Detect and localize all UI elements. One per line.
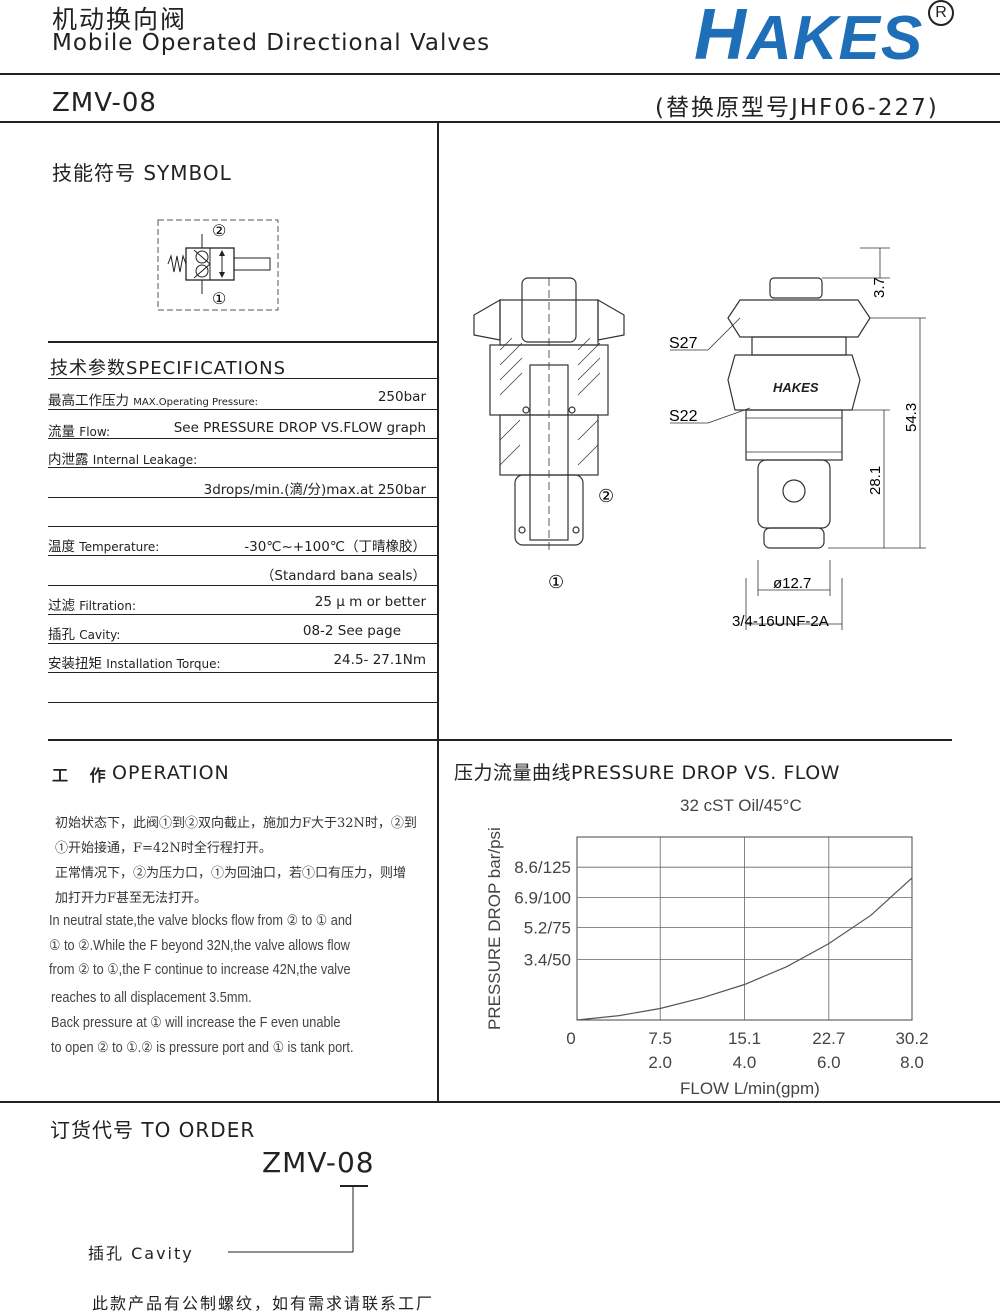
operation-title-cn: 工 作 bbox=[52, 766, 114, 785]
spec-line bbox=[48, 585, 437, 586]
center-divider bbox=[437, 123, 439, 1103]
chart-origin-label: 0 bbox=[566, 1029, 575, 1048]
chart-y-ticks: 3.4/50 5.2/75 6.9/100 8.6/125 bbox=[514, 858, 571, 969]
spec-line bbox=[48, 409, 437, 410]
chart-x-ticks: 7.5 2.0 15.1 4.0 22.7 6.0 30.2 8.0 0 bbox=[566, 1029, 928, 1072]
chart-x-tick-label-gpm: 2.0 bbox=[648, 1053, 672, 1072]
section-port-2: ② bbox=[598, 486, 614, 506]
chart-y-tick-label: 5.2/75 bbox=[524, 919, 571, 938]
operation-title-en: OPERATION bbox=[112, 762, 230, 784]
chart-title: 压力流量曲线PRESSURE DROP VS. FLOW bbox=[454, 762, 840, 784]
title-english: Mobile Operated Directional Valves bbox=[52, 30, 491, 56]
hex-size-s27: S27 bbox=[669, 335, 698, 352]
order-leader-line bbox=[228, 1185, 368, 1253]
dim-top: 3.7 bbox=[871, 277, 888, 298]
middle-divider bbox=[48, 739, 952, 741]
registered-mark: R bbox=[928, 0, 954, 26]
spec-line bbox=[48, 555, 437, 556]
brand-logo: HAKES bbox=[694, 0, 924, 75]
chart-x-tick-label: 22.7 bbox=[812, 1029, 845, 1048]
operation-cn-line: 正常情况下，②为压力口，①为回油口，若①口有压力，则增 bbox=[55, 866, 407, 881]
order-model: ZMV-08 bbox=[262, 1146, 375, 1179]
chart-x-tick-label: 15.1 bbox=[728, 1029, 761, 1048]
metric-thread-note: 此款产品有公制螺纹，如有需求请联系工厂 bbox=[92, 1294, 435, 1313]
dimension-lines bbox=[670, 247, 926, 630]
chart-x-tick-label: 30.2 bbox=[895, 1029, 928, 1048]
chart-grid bbox=[576, 836, 913, 1021]
external-view bbox=[727, 277, 871, 549]
body-brand-mark: HAKES bbox=[773, 380, 819, 395]
dim-diameter: ø12.7 bbox=[773, 575, 811, 592]
model-number: ZMV-08 bbox=[52, 88, 157, 118]
chart-x-tick-label: 7.5 bbox=[648, 1029, 672, 1048]
chart-x-tick-label-gpm: 6.0 bbox=[817, 1053, 841, 1072]
symbol-port-1: ① bbox=[212, 291, 226, 308]
chart-xlabel: FLOW L/min(gpm) bbox=[680, 1079, 820, 1098]
chart-y-tick-label: 3.4/50 bbox=[524, 951, 571, 970]
pressure-flow-chart: 32 cST Oil/45°C 3.4/50 5.2/75 6.9/100 8.6/1… bbox=[485, 796, 929, 1098]
spec-top-divider bbox=[48, 341, 437, 343]
dim-total: 54.3 bbox=[903, 403, 920, 432]
operation-en-line: ① to ②.While the F beyond 32N,the valve … bbox=[49, 938, 350, 954]
operation-cn-line: 初始状态下，此阀①到②双向截止，施加力F大于32N时，②到 bbox=[55, 816, 417, 831]
order-title: 订货代号 TO ORDER bbox=[50, 1118, 256, 1142]
chart-y-tick-label: 8.6/125 bbox=[514, 858, 571, 877]
header-divider bbox=[0, 73, 1000, 75]
thread-spec: 3/4-16UNF-2A bbox=[732, 613, 829, 630]
operation-cn-line: ①开始接通，F=42N时全行程打开。 bbox=[55, 841, 272, 856]
valve-drawing: ② ① HAKES 3.7 54.3 28.1 ø12.7 3/ bbox=[473, 247, 926, 630]
order-cavity-label: 插孔 Cavity bbox=[88, 1244, 194, 1263]
spec-line bbox=[48, 438, 437, 439]
spec-line bbox=[48, 497, 437, 498]
model-divider bbox=[0, 121, 1000, 123]
replacement-model: (替换原型号JHF06-227) bbox=[655, 95, 939, 121]
chart-series-line bbox=[576, 877, 913, 1021]
symbol-title: 技能符号 SYMBOL bbox=[52, 161, 232, 185]
chart-x-tick-label-gpm: 4.0 bbox=[733, 1053, 757, 1072]
valve-symbol: ② ① bbox=[157, 219, 279, 311]
bottom-divider bbox=[0, 1101, 1000, 1103]
chart-x-tick-label-gpm: 8.0 bbox=[900, 1053, 924, 1072]
spec-line bbox=[48, 378, 437, 379]
title-chinese: 机动换向阀 bbox=[52, 5, 188, 34]
spec-line bbox=[48, 526, 437, 527]
operation-en-line: reaches to all displacement 3.5mm. bbox=[51, 990, 252, 1006]
operation-cn-line: 加打开力F甚至无法打开。 bbox=[55, 891, 208, 906]
operation-en-line: In neutral state,the valve blocks flow f… bbox=[49, 913, 353, 929]
spec-line bbox=[48, 467, 437, 468]
chart-subtitle: 32 cST Oil/45°C bbox=[680, 796, 802, 815]
spec-line bbox=[48, 643, 437, 644]
section-port-1: ① bbox=[548, 572, 564, 592]
spec-line bbox=[48, 672, 437, 673]
dim-lower: 28.1 bbox=[867, 466, 884, 495]
section-view bbox=[473, 277, 625, 550]
symbol-port-2: ② bbox=[212, 223, 226, 240]
chart-ylabel: PRESSURE DROP bar/psi bbox=[485, 827, 504, 1030]
spec-line bbox=[48, 702, 437, 703]
operation-en-line: from ② to ①,the F continue to increase 4… bbox=[49, 962, 351, 978]
chart-y-tick-label: 6.9/100 bbox=[514, 888, 571, 907]
hex-size-s22: S22 bbox=[669, 408, 698, 425]
operation-en-line: to open ② to ①.② is pressure port and ① … bbox=[51, 1040, 354, 1056]
spec-line bbox=[48, 614, 437, 615]
operation-en-line: Back pressure at ① will increase the F e… bbox=[51, 1015, 341, 1031]
spec-title: 技术参数SPECIFICATIONS bbox=[50, 358, 287, 379]
